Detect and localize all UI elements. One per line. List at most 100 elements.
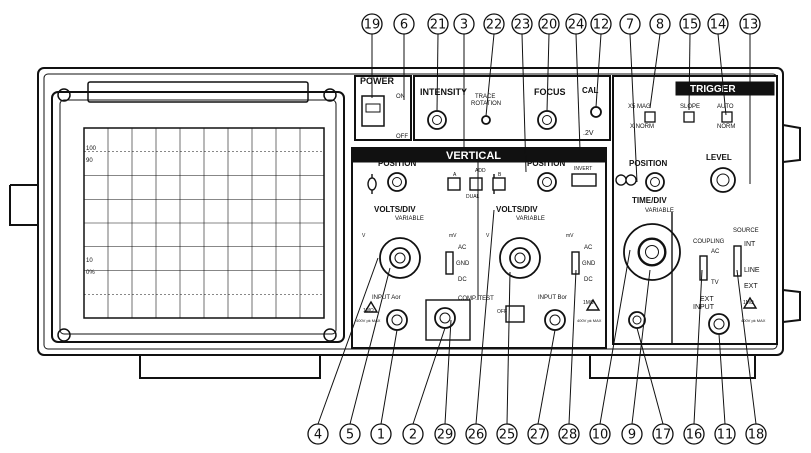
power-off-label: OFF xyxy=(396,134,408,140)
leader-line xyxy=(568,269,577,425)
time-div-label: TIME/DIV xyxy=(632,196,667,205)
callout-number: 22 xyxy=(486,18,503,33)
crt-tick-label: 10 xyxy=(86,258,93,264)
variable-a-label: VARIABLE xyxy=(395,216,424,222)
leader-line xyxy=(436,33,439,112)
ground-terminal[interactable] xyxy=(628,311,646,329)
crt-bezel xyxy=(51,81,345,343)
leader-line xyxy=(599,249,631,425)
trigger-level-knob[interactable] xyxy=(710,167,736,193)
intensity-knob[interactable] xyxy=(427,110,447,130)
trigger-label: TRIGGER xyxy=(690,84,736,95)
level-label: LEVEL xyxy=(706,153,732,162)
intensity-knob-cap xyxy=(432,115,442,125)
coupling-a-switch[interactable] xyxy=(445,251,454,275)
callout-number: 9 xyxy=(628,428,636,443)
bezel-screw-icon xyxy=(57,88,71,102)
trace-rotation-knob[interactable] xyxy=(481,115,491,125)
position-a-knob[interactable] xyxy=(387,172,407,192)
ohm-b-label: 1MΩ xyxy=(583,300,594,306)
comp-test-socket[interactable] xyxy=(434,307,456,329)
left-handle xyxy=(9,184,38,226)
right-feet xyxy=(782,124,801,323)
leader-line xyxy=(636,327,664,425)
callout-number: 6 xyxy=(400,18,408,33)
input-b-connector[interactable] xyxy=(544,309,566,331)
time-div-knob-cap xyxy=(637,237,667,267)
callout-number: 14 xyxy=(710,18,727,33)
leader-line xyxy=(575,33,581,151)
coupling-a-dc-label: DC xyxy=(458,277,467,283)
input-b-connector-cap xyxy=(549,314,561,326)
horizontal-position-knob[interactable] xyxy=(645,172,665,192)
leader-line xyxy=(506,271,511,425)
horizontal-arrows-icon xyxy=(615,174,637,186)
bezel-screw-icon xyxy=(57,328,71,342)
input-a-connector[interactable] xyxy=(386,309,408,331)
leader-line xyxy=(736,269,757,425)
time-div-knob[interactable] xyxy=(623,223,681,281)
time-variable-label: VARIABLE xyxy=(645,208,674,214)
power-switch[interactable] xyxy=(361,95,385,127)
volts-div-a-knob[interactable] xyxy=(379,237,421,279)
variable-b-label: VARIABLE xyxy=(516,216,545,222)
mode-b-label: B xyxy=(498,172,502,178)
time-variable-knob[interactable] xyxy=(638,238,666,266)
ext-input-connector[interactable] xyxy=(708,313,730,335)
crt-top-recess xyxy=(87,81,309,103)
focus-knob[interactable] xyxy=(537,110,557,130)
norm-label: NORM xyxy=(717,124,735,130)
leader-line xyxy=(693,269,703,425)
leader-line xyxy=(595,33,602,108)
x5-mag-button[interactable] xyxy=(644,111,656,123)
mode-a-button[interactable] xyxy=(447,177,461,191)
horizontal-position-knob-cap xyxy=(650,177,660,187)
coupling-tv-label: TV xyxy=(711,280,719,286)
comp-test-switch[interactable] xyxy=(505,305,525,323)
mode-add-button[interactable] xyxy=(469,177,483,191)
ohm-a-label: 1MΩ xyxy=(363,308,374,314)
leader-line xyxy=(537,329,556,425)
leader-line xyxy=(631,269,651,425)
ext-input-label: INPUT xyxy=(693,304,715,311)
slope-button[interactable] xyxy=(683,111,695,123)
variable-b-knob[interactable] xyxy=(509,247,531,269)
position-b-label: POSITION xyxy=(527,159,565,168)
bezel-screw-icon xyxy=(323,88,337,102)
ext-input-connector-cap xyxy=(713,318,725,330)
cal-voltage-label: .2V xyxy=(583,130,594,137)
input-a-connector-cap xyxy=(391,314,403,326)
volts-div-b-knob[interactable] xyxy=(499,237,541,279)
callout-number: 5 xyxy=(346,428,354,443)
callout-number: 8 xyxy=(656,18,664,33)
power-label: POWER xyxy=(360,76,395,86)
coupling-label: COUPLING xyxy=(693,239,725,245)
mode-dual-label: DUAL xyxy=(466,194,480,200)
focus-label: FOCUS xyxy=(534,87,566,97)
variable-a-knob[interactable] xyxy=(389,247,411,269)
v-b-label: V xyxy=(486,233,490,239)
leader-line xyxy=(649,33,661,109)
ground-terminal-cap xyxy=(632,315,642,325)
mode-b-button[interactable] xyxy=(492,177,506,191)
trigger-coupling-switch[interactable] xyxy=(699,255,708,281)
callout-number: 23 xyxy=(514,18,531,33)
crt-graticule xyxy=(83,127,325,319)
invert-button[interactable] xyxy=(571,173,597,187)
callout-number: 3 xyxy=(460,18,468,33)
callout-number: 7 xyxy=(626,18,634,33)
leader-line xyxy=(688,33,691,111)
callout-number: 25 xyxy=(499,428,516,443)
position-a-label: POSITION xyxy=(378,159,416,168)
auto-norm-button[interactable] xyxy=(721,111,733,123)
coupling-b-gnd-label: GND xyxy=(582,261,596,267)
callout-number: 13 xyxy=(742,18,759,33)
position-b-knob[interactable] xyxy=(537,172,557,192)
ext-max-voltage-label: 400V pk MAX xyxy=(741,318,766,323)
comp-test-socket-frame xyxy=(425,299,471,341)
leader-line xyxy=(412,327,446,425)
warning-triangle-icon xyxy=(363,300,379,313)
cal-terminal[interactable] xyxy=(590,106,602,118)
callout-number: 18 xyxy=(748,428,765,443)
